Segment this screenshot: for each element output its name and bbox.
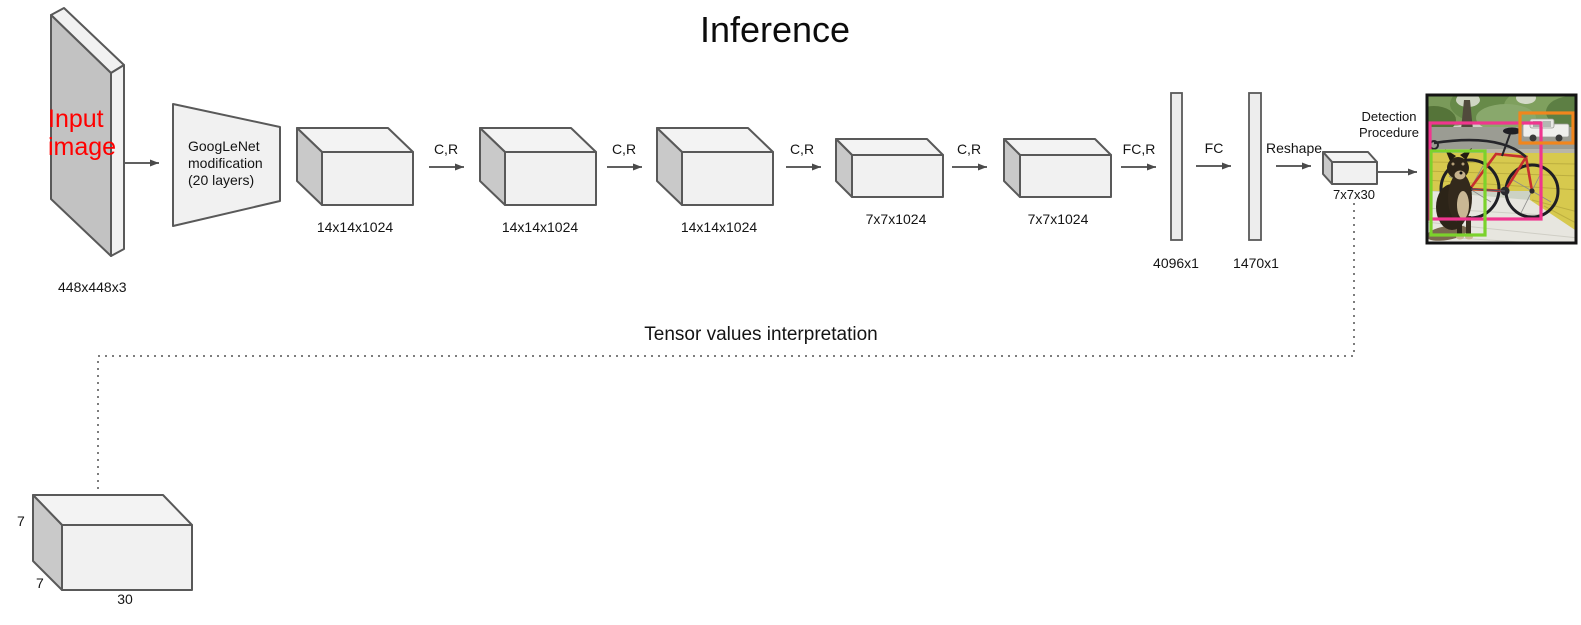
cube-depth-label: 7 [36,575,44,591]
photo-scene [1428,96,1575,242]
detection-procedure-label: Detection Procedure [1359,109,1419,141]
feature-map-dims-2: 14x14x1024 [501,219,579,235]
backbone-label: GoogLeNet modification (20 layers) [188,138,263,189]
cube-front [61,524,193,591]
box4-top [835,138,944,156]
box5-top [1003,138,1112,156]
photo-bbox-dog [1429,149,1487,237]
detection-photo [1425,93,1578,245]
output-tensor-box [1322,151,1378,185]
box1-front [321,151,414,206]
feature-map-box-3 [656,127,774,206]
feature-map-dims-3: 14x14x1024 [680,219,758,235]
feature-map-box-2 [479,127,597,206]
diagram-title: Inference [699,9,851,50]
dotted-connector [97,203,1355,491]
fc-dims-4096: 4096x1 [1153,255,1199,271]
input-image-label: Input image [48,105,117,161]
feature-map-boxes [296,127,1112,206]
op-label-fc2: FC [1204,140,1224,156]
output-dims-label: 7x7x30 [1333,187,1375,202]
slab-front-face [50,14,112,257]
input-image-slab [50,7,125,257]
curb [1428,149,1575,155]
box4-front [851,154,944,198]
fc-bar-4096 [1170,92,1183,241]
backbone-trapezoid [172,103,281,227]
fc-bar-1470 [1248,92,1262,241]
feature-map-dims-5: 7x7x1024 [1027,211,1089,227]
op-label-conv4: C,R [956,141,982,157]
op-label-conv1: C,R [433,141,459,157]
photo-bbox-car [1518,111,1575,145]
op-label-conv2: C,R [611,141,637,157]
interpretation-title: Tensor values interpretation [644,324,878,345]
cube-height-label: 7 [17,513,25,529]
box5-front [1019,154,1112,198]
flow-arrows [125,159,1417,176]
op-label-reshape: Reshape [1265,140,1323,156]
feature-map-dims-1: 14x14x1024 [316,219,394,235]
box3-front [681,151,774,206]
op-label-conv3: C,R [789,141,815,157]
outbox-front [1331,161,1378,185]
feature-map-box-4 [835,138,944,198]
op-label-fc1: FC,R [1122,141,1156,157]
photo-border [1425,93,1578,245]
feature-map-dims-4: 7x7x1024 [865,211,927,227]
input-dims-label: 448x448x3 [58,279,127,295]
interpretation-cube [32,494,193,591]
cube-width-label: 30 [117,591,133,607]
bicycle-figure [1429,127,1560,220]
feature-map-box-5 [1003,138,1112,198]
feature-map-box-1 [296,127,414,206]
fc-dims-1470: 1470x1 [1233,255,1279,271]
box2-front [504,151,597,206]
